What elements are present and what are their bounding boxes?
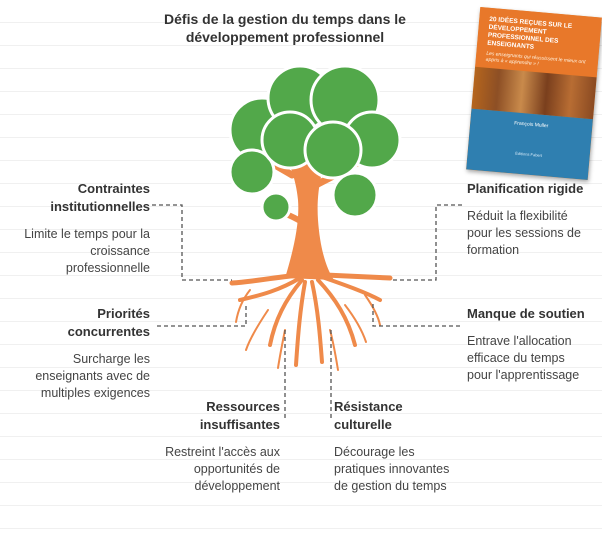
- challenge-resistance-title: Résistance culturelle: [334, 399, 403, 432]
- challenge-soutien-title: Manque de soutien: [467, 306, 585, 321]
- challenge-priorites-title: Priorités concurrentes: [67, 306, 150, 339]
- challenge-soutien: Manque de soutien Entrave l'allocation e…: [467, 305, 592, 384]
- book-cover: 20 idées reçues sur le développement pro…: [466, 6, 602, 181]
- challenge-contraintes-title: Contraintes institutionnelles: [50, 181, 150, 214]
- challenge-soutien-desc: Entrave l'allocation efficace du temps p…: [467, 334, 580, 382]
- challenge-planification-desc: Réduit la flexibilité pour les sessions …: [467, 209, 581, 257]
- connector-soutien: [372, 303, 460, 327]
- challenge-ressources-desc: Restreint l'accès aux opportunités de dé…: [165, 445, 280, 493]
- book-cover-top: 20 idées reçues sur le développement pro…: [475, 6, 602, 78]
- challenge-ressources-title: Ressources insuffisantes: [199, 399, 280, 432]
- connector-planification: [392, 204, 462, 281]
- challenge-priorites-desc: Surcharge les enseignants avec de multip…: [35, 352, 150, 400]
- challenge-resistance-desc: Décourage les pratiques innovantes de ge…: [334, 445, 450, 493]
- connectors: [152, 204, 462, 418]
- connector-contraintes: [152, 204, 232, 281]
- book-title: 20 idées reçues sur le développement pro…: [486, 15, 573, 51]
- tree-foliage: [228, 64, 402, 223]
- book-author: François Muller: [513, 120, 549, 130]
- challenge-contraintes-desc: Limite le temps pour la croissance profe…: [24, 227, 150, 275]
- connector-priorites: [157, 303, 247, 327]
- challenge-contraintes: Contraintes institutionnelles Limite le …: [20, 180, 150, 277]
- page-title: Défis de la gestion du temps dans le dév…: [164, 11, 406, 45]
- challenge-planification-title: Planification rigide: [467, 181, 584, 196]
- challenge-resistance: Résistance culturelle Décourage les prat…: [334, 398, 454, 495]
- challenge-ressources: Ressources insuffisantes Restreint l'acc…: [160, 398, 280, 495]
- challenge-priorites: Priorités concurrentes Surcharge les ens…: [30, 305, 150, 402]
- tree-roots: [229, 272, 393, 371]
- challenge-planification: Planification rigide Réduit la flexibili…: [467, 180, 592, 259]
- book-publisher: Éditions Fabert: [515, 150, 543, 158]
- book-cover-bottom: François Muller Éditions Fabert: [466, 108, 593, 181]
